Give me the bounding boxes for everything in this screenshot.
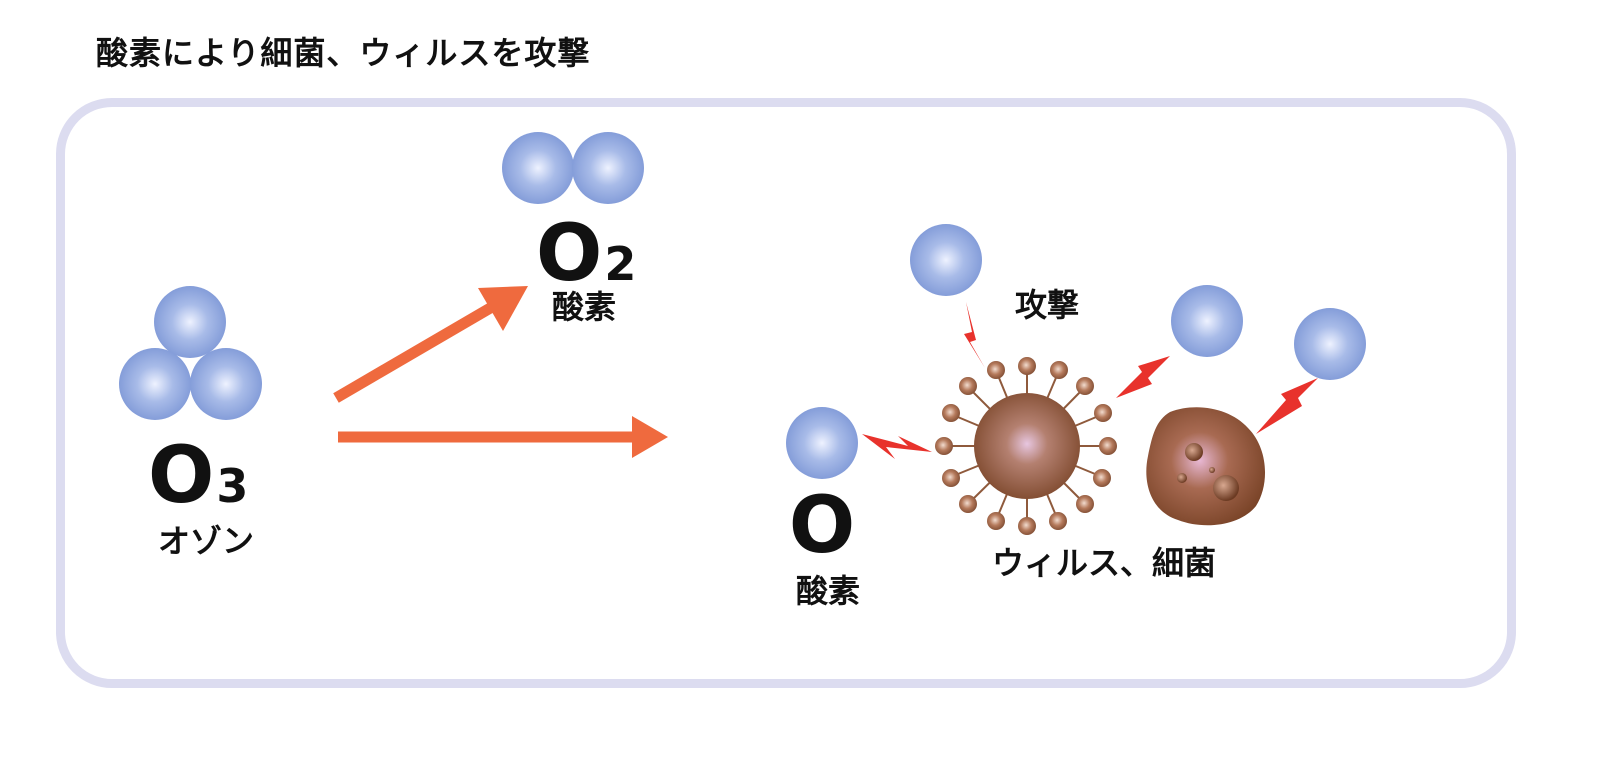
oxygen-atom <box>786 407 858 479</box>
arrow-to-oxygen-atom <box>338 416 668 458</box>
oxygen-molecule-formula: O2 <box>536 209 636 299</box>
lightning-bolt-icon <box>964 302 985 368</box>
oxygen-molecule-atom-left <box>502 132 574 204</box>
attacking-oxygen-atom-2 <box>1171 285 1243 357</box>
lightning-bolt-icon <box>1256 378 1318 434</box>
ozone-atom-left <box>119 348 191 420</box>
oxygen-atom-formula: O <box>789 481 855 571</box>
ozone-atom-right <box>190 348 262 420</box>
ozone-formula: O3 <box>148 431 248 521</box>
attack-label: 攻撃 <box>1015 286 1079 324</box>
ozone-label: オゾン <box>158 522 254 560</box>
lightning-bolt-icon <box>1116 356 1170 398</box>
target-label: ウィルス、細菌 <box>992 544 1216 582</box>
ozone-atom-top <box>154 286 226 358</box>
oxygen-atom-label: 酸素 <box>796 572 860 610</box>
oxygen-molecule <box>502 132 644 204</box>
ozone-molecule <box>119 286 262 420</box>
attacking-oxygen-atom-1 <box>910 224 982 296</box>
oxygen-molecule-atom-right <box>572 132 644 204</box>
bacteria-icon <box>1146 407 1266 526</box>
oxygen-molecule-label: 酸素 <box>552 288 616 326</box>
virus-icon <box>935 357 1117 535</box>
diagram-panel <box>56 98 1516 688</box>
arrow-to-oxygen-molecule <box>333 286 528 403</box>
page-title: 酸素により細菌、ウィルスを攻撃 <box>96 34 591 72</box>
lightning-bolt-icon <box>862 434 932 459</box>
attacking-oxygen-atom-3 <box>1294 308 1366 380</box>
